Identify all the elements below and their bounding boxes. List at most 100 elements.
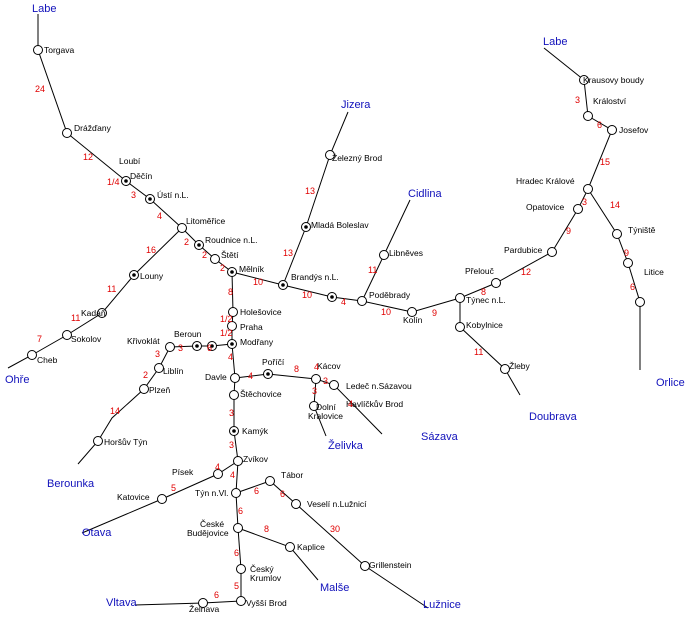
station-marker: [623, 258, 633, 268]
station-marker: [325, 150, 335, 160]
distance-label: 4: [314, 362, 319, 372]
station-label: Roudnice n.L.: [205, 235, 257, 245]
station-marker-dot: [132, 273, 136, 277]
station-marker-dot: [230, 342, 234, 346]
distance-label: 3: [582, 197, 587, 207]
distance-label: 8: [228, 287, 233, 297]
station-marker: [93, 436, 103, 446]
distance-label: 4: [248, 371, 253, 381]
station-marker-dot: [330, 295, 334, 299]
station-marker: [165, 342, 175, 352]
river-name: Labe: [32, 3, 56, 15]
station-marker: [455, 322, 465, 332]
station-marker-dot: [124, 179, 128, 183]
station-label: Louny: [140, 271, 164, 281]
station-marker: [233, 456, 243, 466]
station-marker-dot: [232, 429, 236, 433]
station-label: Mělník: [239, 264, 265, 274]
distance-label: 11: [368, 265, 377, 275]
distance-label: 1/2: [220, 328, 233, 338]
distance-label: 9: [432, 308, 437, 318]
station-marker-dot: [281, 283, 285, 287]
river-name: Lužnice: [423, 599, 461, 611]
station-label: Železný Brod: [332, 153, 382, 163]
station-marker: [236, 564, 246, 574]
station-label: Želnava: [189, 604, 220, 614]
distance-label: 6: [207, 343, 212, 353]
station-label: Modřany: [240, 337, 274, 347]
distance-label: 5: [171, 483, 176, 493]
distance-label: 30: [330, 524, 340, 534]
distance-label: 4: [230, 470, 235, 480]
distance-label: 10: [253, 277, 263, 287]
river-name: Labe: [543, 36, 567, 48]
station-marker: [573, 204, 583, 214]
river-line-1: [587, 188, 641, 370]
station-marker-dot: [230, 270, 234, 274]
station-label: Žleby: [509, 361, 531, 371]
station-marker: [228, 307, 238, 317]
station-marker: [62, 330, 72, 340]
distance-label: 13: [305, 186, 315, 196]
station-label: Kaplice: [297, 542, 325, 552]
station-marker-dot: [148, 197, 152, 201]
station-marker: [579, 75, 589, 85]
river-line-0: [37, 14, 613, 313]
station-label: Mladá Boleslav: [311, 220, 369, 230]
station-marker-dot: [210, 344, 214, 348]
distance-label: 14: [110, 406, 120, 416]
station-label: Opatovice: [526, 202, 565, 212]
station-label: Ledeč n.Sázavou: [346, 381, 412, 391]
stations: [27, 45, 645, 608]
distance-label: 24: [35, 84, 45, 94]
station-marker: [62, 128, 72, 138]
station-label: Zvíkov: [243, 454, 269, 464]
station-label: Králoství: [593, 96, 627, 106]
station-label: Pardubice: [504, 245, 543, 255]
station-marker: [491, 278, 501, 288]
river-name: Ohře: [5, 374, 29, 386]
station-marker: [198, 598, 208, 608]
station-marker: [311, 374, 321, 384]
distance-label: 3: [312, 386, 317, 396]
station-marker: [612, 229, 622, 239]
station-label: Kolín: [403, 315, 423, 325]
station-marker-dot: [304, 225, 308, 229]
station-marker: [547, 247, 557, 257]
station-label: Štěchovice: [240, 389, 282, 399]
station-label: Horšův Týn: [104, 437, 148, 447]
station-marker: [265, 476, 275, 486]
station-label: Litice: [644, 267, 664, 277]
distance-label: 9: [566, 226, 571, 236]
distance-label: 6: [234, 548, 239, 558]
station-marker: [97, 308, 107, 318]
station-marker: [455, 293, 465, 303]
river-line-5: [169, 343, 233, 348]
distance-label: 11: [474, 347, 483, 357]
distance-label: 4: [215, 462, 220, 472]
distance-labels: 24121/43416222101111781/21/2446332144833…: [35, 84, 635, 600]
distance-label: 8: [294, 364, 299, 374]
station-marker: [583, 111, 593, 121]
distance-label: 4: [341, 297, 346, 307]
station-label: Josefov: [619, 125, 649, 135]
station-marker: [177, 223, 187, 233]
distance-label: 11: [107, 284, 116, 294]
station-marker: [357, 296, 367, 306]
station-marker: [360, 561, 370, 571]
station-label: Dolní: [316, 402, 336, 412]
station-marker: [407, 307, 417, 317]
station-label: Přelouč: [465, 266, 495, 276]
distance-label: 3: [575, 95, 580, 105]
distance-label: 2: [202, 250, 207, 260]
distance-label: 7: [37, 334, 42, 344]
station-label: Týnec n.L.: [466, 295, 506, 305]
station-label: Budějovice: [187, 528, 229, 538]
distance-label: 10: [302, 290, 312, 300]
distance-label: 4: [228, 352, 233, 362]
distance-label: 8: [481, 287, 486, 297]
station-label: Křivoklát: [127, 336, 160, 346]
station-marker: [309, 401, 319, 411]
